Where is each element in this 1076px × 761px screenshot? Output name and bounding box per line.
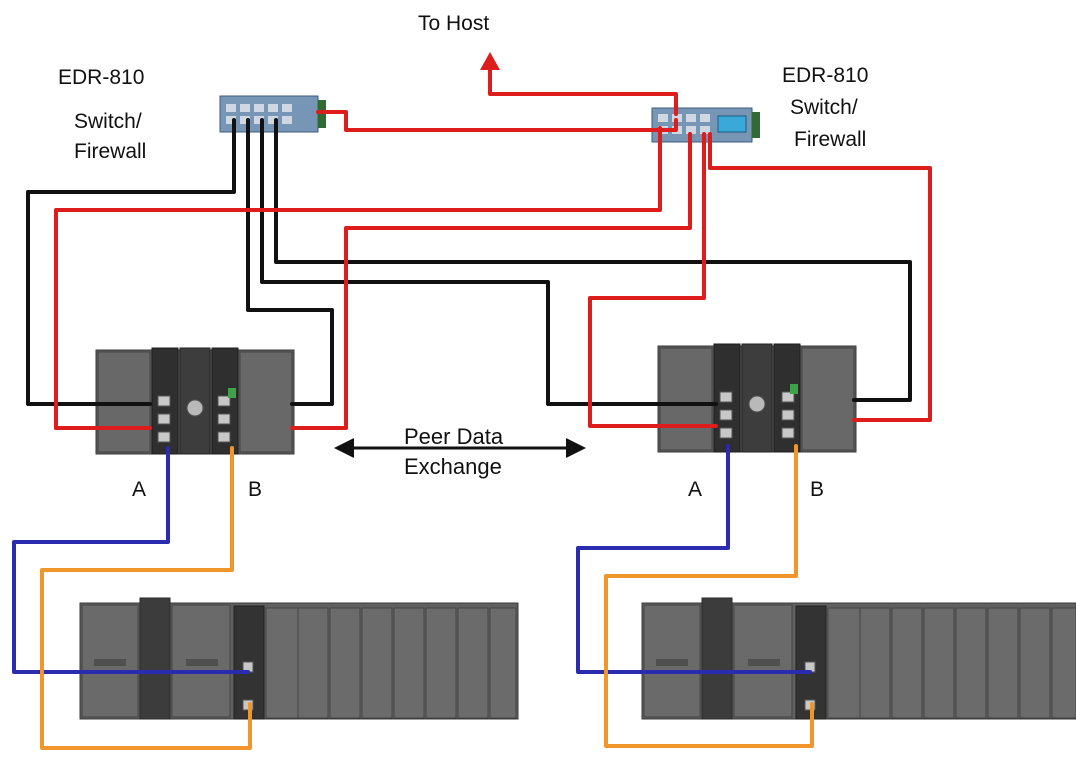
peer-data-label-line1: Peer Data [404,424,504,449]
left-b-label: B [248,478,262,501]
left-switch-role-line2: Firewall [74,140,146,163]
left-io-rack [79,597,519,720]
left-edr810-switch [219,95,326,133]
to-host-label: To Host [418,12,489,35]
right-switch-role-line2: Firewall [794,128,866,151]
left-a-label: A [132,478,146,501]
left-switch-model-label: EDR-810 [58,66,144,89]
to-host-arrow-head [480,52,500,70]
right-switch-model-label: EDR-810 [782,64,868,87]
black-network-wires [26,118,912,406]
red-network-wires [54,56,932,430]
right-io-rack [641,597,1076,720]
left-controller-rack [95,347,295,455]
peer-data-label-line2: Exchange [404,454,502,479]
right-a-label: A [688,478,702,501]
left-switch-role-line1: Switch/ [74,110,142,133]
peer-data-exchange-arrow [334,438,586,458]
right-b-label: B [810,478,824,501]
right-switch-role-line1: Switch/ [790,96,858,119]
right-a-b-links [576,444,814,748]
right-controller-rack [657,343,857,453]
left-a-b-links [12,446,252,750]
